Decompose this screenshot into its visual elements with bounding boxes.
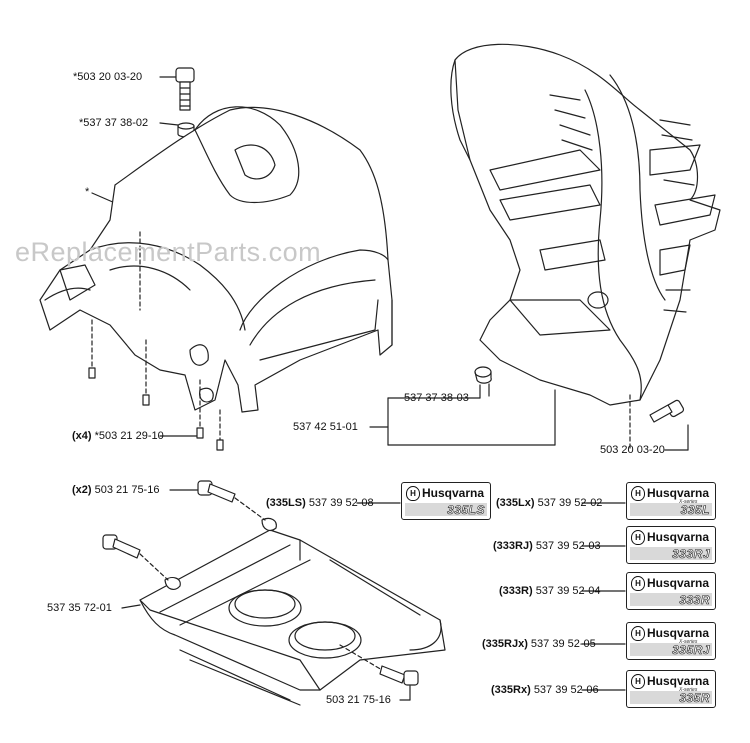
decal-model-code: (335Lx) (496, 497, 535, 509)
decal-model-bar (630, 593, 712, 606)
decal-label-333r: (333R) 537 39 52-04 (499, 585, 601, 598)
decal-model-bar (630, 643, 712, 656)
decal-label-335ls: (335LS) 537 39 52-08 (266, 497, 374, 510)
decal-label-335rx: (335Rx) 537 39 52-06 (491, 684, 599, 697)
decal-part: 537 39 52-08 (308, 497, 374, 509)
husqvarna-logo-icon: H (631, 486, 645, 501)
decal-model: 333R (679, 593, 710, 608)
qty-x4: (x4) (72, 430, 92, 442)
decal-model: 333RJ (672, 547, 710, 562)
decal-333rj: H Husqvarna 333RJ (626, 526, 716, 564)
decal-model-bar (630, 503, 712, 516)
qty-x2: (x2) (72, 484, 92, 496)
decal-333r: H Husqvarna 333R (626, 572, 716, 610)
decal-model-code: (335LS) (266, 497, 306, 509)
decal-part: 537 39 52-06 (533, 684, 599, 696)
husqvarna-logo-icon: H (631, 626, 645, 641)
label-top-washer: *537 37 38-02 (79, 117, 149, 129)
decal-model: 335RJ (672, 643, 710, 658)
plate-shape (139, 517, 446, 706)
decal-part: 537 39 52-05 (530, 638, 596, 650)
husqvarna-logo-icon: H (406, 486, 420, 501)
decal-model: 335LS (447, 503, 485, 518)
label-asterisk: * (85, 186, 90, 198)
decal-335rj: H Husqvarna X-series 335RJ (626, 622, 716, 660)
decal-series: X-series (679, 499, 698, 505)
label-right-screw: 503 20 03-20 (600, 444, 665, 456)
top-screw-shape (175, 67, 195, 111)
decal-series: X-series (679, 639, 698, 645)
decal-model-bar (630, 691, 712, 704)
label-screws-x2: (x2) 503 21 75-16 (72, 484, 159, 497)
watermark-text: eReplacementParts.com (15, 237, 322, 267)
part-x2: 503 21 75-16 (94, 484, 160, 496)
decal-model: 335R (679, 691, 710, 706)
label-screws-x4: (x4) *503 21 29-10 (72, 430, 164, 443)
decal-335ls: H Husqvarna 335LS (401, 482, 491, 520)
decal-brand: Husqvarna (647, 674, 710, 688)
decal-brand: Husqvarna (647, 626, 710, 640)
decal-model-code: (333RJ) (493, 540, 533, 552)
decal-335r: H Husqvarna X-series 335R (626, 670, 716, 708)
plate-screws-shapes (102, 480, 419, 686)
decal-label-335lx: (335Lx) 537 39 52-02 (496, 497, 602, 510)
decal-model-code: (335RJx) (482, 638, 528, 650)
husqvarna-logo-icon: H (631, 530, 645, 545)
decal-model-bar (405, 503, 487, 516)
right-washer-shape (474, 366, 492, 384)
decal-brand: Husqvarna (647, 486, 710, 500)
decal-brand: Husqvarna (647, 576, 710, 590)
decal-model-bar (630, 547, 712, 560)
decal-label-335rjx: (335RJx) 537 39 52-05 (482, 638, 596, 651)
label-right-washer: 537 37 38-03 (404, 392, 469, 404)
left-cover-shape (39, 106, 393, 413)
decal-brand: Husqvarna (422, 486, 485, 500)
label-top-screw: *503 20 03-20 (73, 71, 143, 83)
left-screws-shapes (88, 231, 224, 451)
decal-label-333rj: (333RJ) 537 39 52-03 (493, 540, 601, 553)
decal-part: 537 39 52-02 (537, 497, 603, 509)
decal-model: 335L (680, 503, 710, 518)
decal-model-code: (335Rx) (491, 684, 531, 696)
decal-part: 537 39 52-04 (535, 585, 601, 597)
label-plate-part: 537 35 72-01 (47, 602, 112, 614)
husqvarna-logo-icon: H (631, 674, 645, 689)
right-screw-shape (649, 399, 685, 423)
husqvarna-logo-icon: H (631, 576, 645, 591)
decal-335l: H Husqvarna X-series 335L (626, 482, 716, 520)
decal-brand: Husqvarna (647, 530, 710, 544)
part-x4: *503 21 29-10 (94, 430, 164, 442)
label-cover-part: 537 42 51-01 (293, 421, 358, 433)
decal-model-code: (333R) (499, 585, 533, 597)
decal-series: X-series (679, 687, 698, 693)
right-cover-shape (450, 43, 721, 406)
decal-part: 537 39 52-03 (535, 540, 601, 552)
label-bottom-screw: 503 21 75-16 (326, 694, 391, 706)
